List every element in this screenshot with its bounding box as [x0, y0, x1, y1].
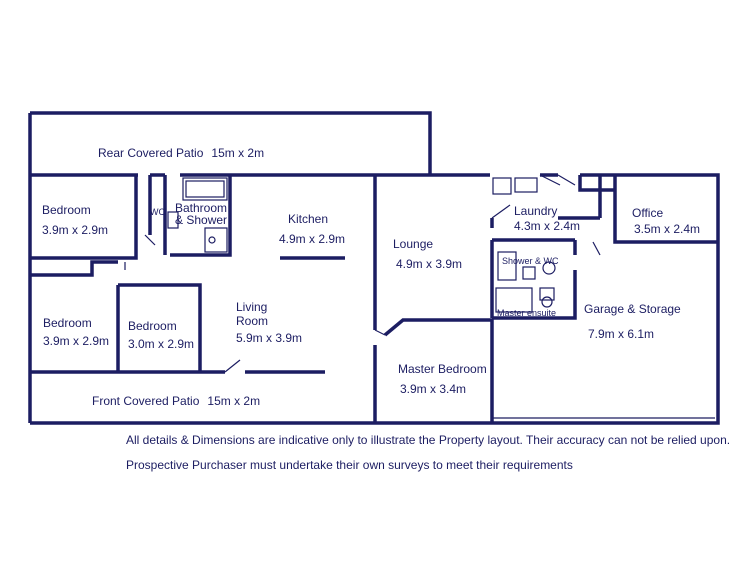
fixtures: [118, 174, 715, 419]
disclaimer-line-1: All details & Dimensions are indicative …: [126, 433, 731, 447]
bedroom1-name: Bedroom: [42, 203, 91, 217]
bedroom1-dims: 3.9m x 2.9m: [42, 223, 108, 237]
bedroom2-name: Bedroom: [43, 316, 92, 330]
laundry-dims: 4.3m x 2.4m: [514, 219, 580, 233]
garage-dims: 7.9m x 6.1m: [588, 327, 654, 341]
disclaimer-line-2: Prospective Purchaser must undertake the…: [126, 458, 573, 472]
walls: [28, 111, 720, 425]
master-ensuite-label: Master ensuite: [497, 308, 556, 318]
lounge-name: Lounge: [393, 237, 433, 251]
lounge-dims: 4.9m x 3.9m: [396, 257, 462, 271]
master-bedroom-dims: 3.9m x 3.4m: [400, 382, 466, 396]
kitchen-dims: 4.9m x 2.9m: [279, 232, 345, 246]
bathroom-line2: & Shower: [175, 213, 227, 227]
bathroom-line1: Bathroom: [175, 201, 227, 215]
kitchen-name: Kitchen: [288, 212, 328, 226]
bedroom3-name: Bedroom: [128, 319, 177, 333]
wc-label: WC: [150, 207, 165, 217]
office-dims: 3.5m x 2.4m: [634, 222, 700, 236]
laundry-name: Laundry: [514, 204, 557, 218]
shower-wc-label: Shower & WC: [502, 256, 559, 266]
living-line1: Living: [236, 300, 267, 314]
master-bedroom-name: Master Bedroom: [398, 362, 487, 376]
living-dims: 5.9m x 3.9m: [236, 331, 302, 345]
bedroom3-dims: 3.0m x 2.9m: [128, 337, 194, 351]
bedroom2-dims: 3.9m x 2.9m: [43, 334, 109, 348]
office-name: Office: [632, 206, 663, 220]
garage-name: Garage & Storage: [584, 302, 681, 316]
living-line2: Room: [236, 314, 268, 328]
